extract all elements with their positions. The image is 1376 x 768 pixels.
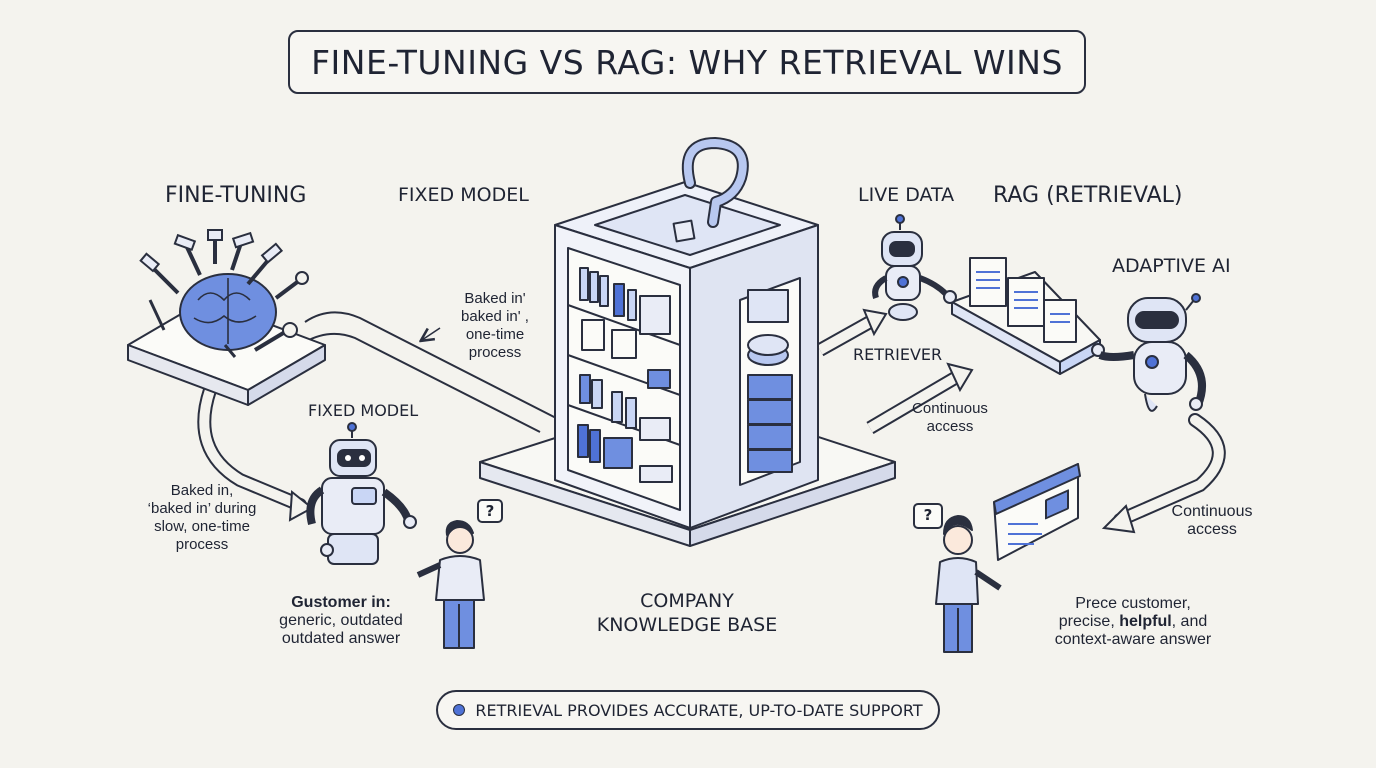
- brain-icon: [179, 273, 277, 358]
- left-customer-figure: [416, 499, 503, 649]
- footer-text: RETRIEVAL PROVIDES ACCURATE, UP-TO-DATE …: [475, 700, 923, 720]
- question-bubble-right: ?: [923, 506, 933, 524]
- customer-caption-bold: Gustomer in:: [291, 594, 391, 611]
- kb-label-line: KNOWLEDGE BASE: [596, 614, 778, 636]
- knowledge-base-label: COMPANY KNOWLEDGE BASE: [592, 589, 782, 637]
- note-line: process: [175, 536, 229, 553]
- arrow-to-live-data: [816, 308, 888, 357]
- caption-line: generic, outdated: [279, 612, 403, 629]
- note-line: process: [468, 344, 522, 361]
- caption-line: outdated answer: [281, 630, 401, 647]
- title-box: FINE-TUNING VS RAG: WHY RETRIEVAL WINS: [288, 30, 1086, 94]
- note-baked-left: Baked in, ‘baked in’ during slow, one-ti…: [132, 482, 272, 554]
- left-customer-caption: Gustomer in: generic, outdated outdated …: [266, 594, 416, 648]
- live-data-robot: [872, 214, 949, 321]
- note-line: Continuous: [912, 400, 988, 417]
- caption-segment: precise,: [1058, 613, 1120, 630]
- document-tray: [943, 257, 1105, 375]
- footer-banner: RETRIEVAL PROVIDES ACCURATE, UP-TO-DATE …: [436, 690, 940, 730]
- caption-line: context-aware answer: [1054, 631, 1212, 648]
- fixed-model-label-top: FIXED MODEL: [398, 184, 529, 206]
- note-line: Baked in,: [170, 482, 234, 499]
- bullet-dot-icon: [453, 704, 466, 716]
- note-line: Continuous: [1171, 503, 1253, 520]
- arrow-right-curve: [1101, 413, 1226, 534]
- page-title: FINE-TUNING VS RAG: WHY RETRIEVAL WINS: [311, 42, 1063, 82]
- caption-segment: , and: [1171, 613, 1208, 630]
- rag-heading: RAG (RETRIEVAL): [993, 183, 1183, 208]
- fixed-model-label-robot: FIXED MODEL: [308, 401, 419, 420]
- right-customer-figure: [913, 503, 1002, 653]
- note-pointer-arrow: [422, 327, 441, 340]
- continuous-access-note-1: Continuous access: [900, 400, 1000, 436]
- note-line: ‘baked in’ during: [147, 500, 257, 517]
- note-line: slow, one-time: [154, 518, 250, 535]
- note-baked-top: Baked in' baked in' , one-time process: [440, 290, 550, 362]
- note-line: access: [926, 418, 974, 435]
- flow-arrow-left-loop: [197, 383, 314, 522]
- caption-line: precise, helpful, and: [1040, 613, 1226, 631]
- note-line: baked in' ,: [461, 308, 529, 325]
- note-line: access: [1187, 521, 1237, 538]
- caption-line: Prece customer,: [1075, 595, 1191, 612]
- kb-label-line: COMPANY: [640, 590, 734, 612]
- fixed-model-robot: [306, 422, 417, 565]
- continuous-access-note-2: Continuous access: [1160, 503, 1264, 539]
- retriever-label: RETRIEVER: [853, 345, 943, 364]
- adaptive-ai-label: ADAPTIVE AI: [1112, 255, 1231, 277]
- caption-bold: helpful: [1119, 613, 1172, 630]
- tools-icon: [139, 229, 309, 352]
- note-line: one-time: [465, 326, 525, 343]
- adaptive-ai-robot: [1098, 293, 1206, 412]
- right-answer-caption: Prece customer, precise, helpful, and co…: [1040, 595, 1226, 649]
- live-data-label: LIVE DATA: [858, 184, 955, 206]
- question-bubble-left: ?: [485, 502, 495, 520]
- arrow-retriever: [866, 362, 974, 435]
- answer-screen: [993, 463, 1081, 561]
- fine-tuning-heading: FINE-TUNING: [165, 183, 307, 208]
- knowledge-base-tower: [479, 137, 896, 547]
- note-line: Baked in': [464, 290, 526, 307]
